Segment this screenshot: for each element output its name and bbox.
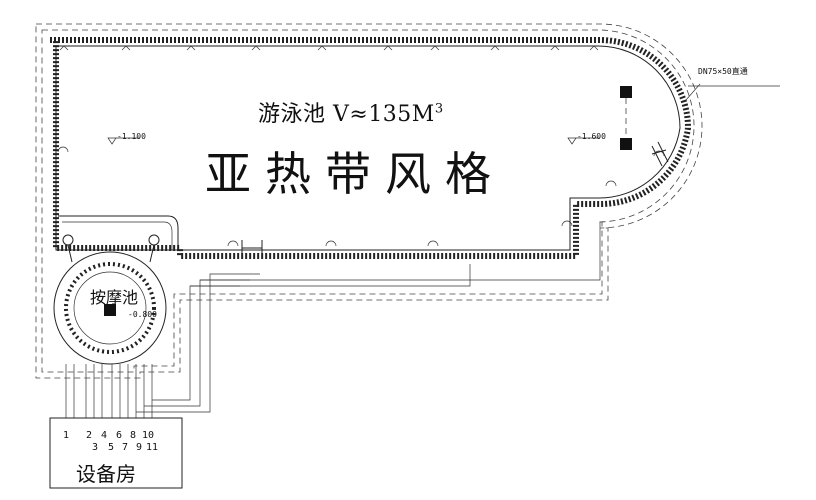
pool-ladder-right <box>651 141 669 167</box>
main-drain-2 <box>620 138 632 150</box>
pool-level-left: -1.100 <box>117 132 146 141</box>
pipe-number-6: 6 <box>116 430 123 441</box>
spa-ledge <box>58 215 179 250</box>
spa-label: 按摩池 <box>90 288 139 307</box>
pipe-number-1: 1 <box>63 430 70 441</box>
pipe-number-7: 7 <box>122 442 129 453</box>
spa-drain <box>104 304 116 316</box>
pool-level-right: -1.600 <box>577 132 606 141</box>
spa-outer <box>53 251 167 365</box>
pool-coping <box>50 37 692 259</box>
equipment-room <box>49 417 183 489</box>
spa-ledge-inner <box>62 221 173 250</box>
pool-title: 游泳池 V≈135M3 <box>258 96 444 128</box>
pipe-number-2: 2 <box>86 430 93 441</box>
main-drain-1 <box>620 86 632 98</box>
equipment-room-label: 设备房 <box>76 462 136 486</box>
pipe-number-11: 11 <box>146 442 159 453</box>
pipe-number-9: 9 <box>136 442 143 453</box>
spa-inner <box>64 262 156 354</box>
level-markers <box>107 137 600 145</box>
pool-wall <box>55 45 681 251</box>
pipe-bundle <box>65 222 601 418</box>
pipe-note: DN75×50直通 <box>698 67 748 76</box>
spa-level: -0.800 <box>128 310 157 319</box>
pool-style-title: 亚热带风格 <box>205 147 505 201</box>
pipe-number-4: 4 <box>101 430 108 441</box>
pipe-number-3: 3 <box>92 442 99 453</box>
wall-inlets-top <box>59 45 599 51</box>
pool-ladder-bottom <box>241 240 263 256</box>
pipe-number-8: 8 <box>130 430 137 441</box>
spa-steps <box>62 234 160 263</box>
pool-title-text: 游泳池 V≈135M <box>258 102 435 127</box>
pipe-number-5: 5 <box>108 442 115 453</box>
pool-title-sup: 3 <box>434 101 444 117</box>
pipe-number-10: 10 <box>142 430 155 441</box>
